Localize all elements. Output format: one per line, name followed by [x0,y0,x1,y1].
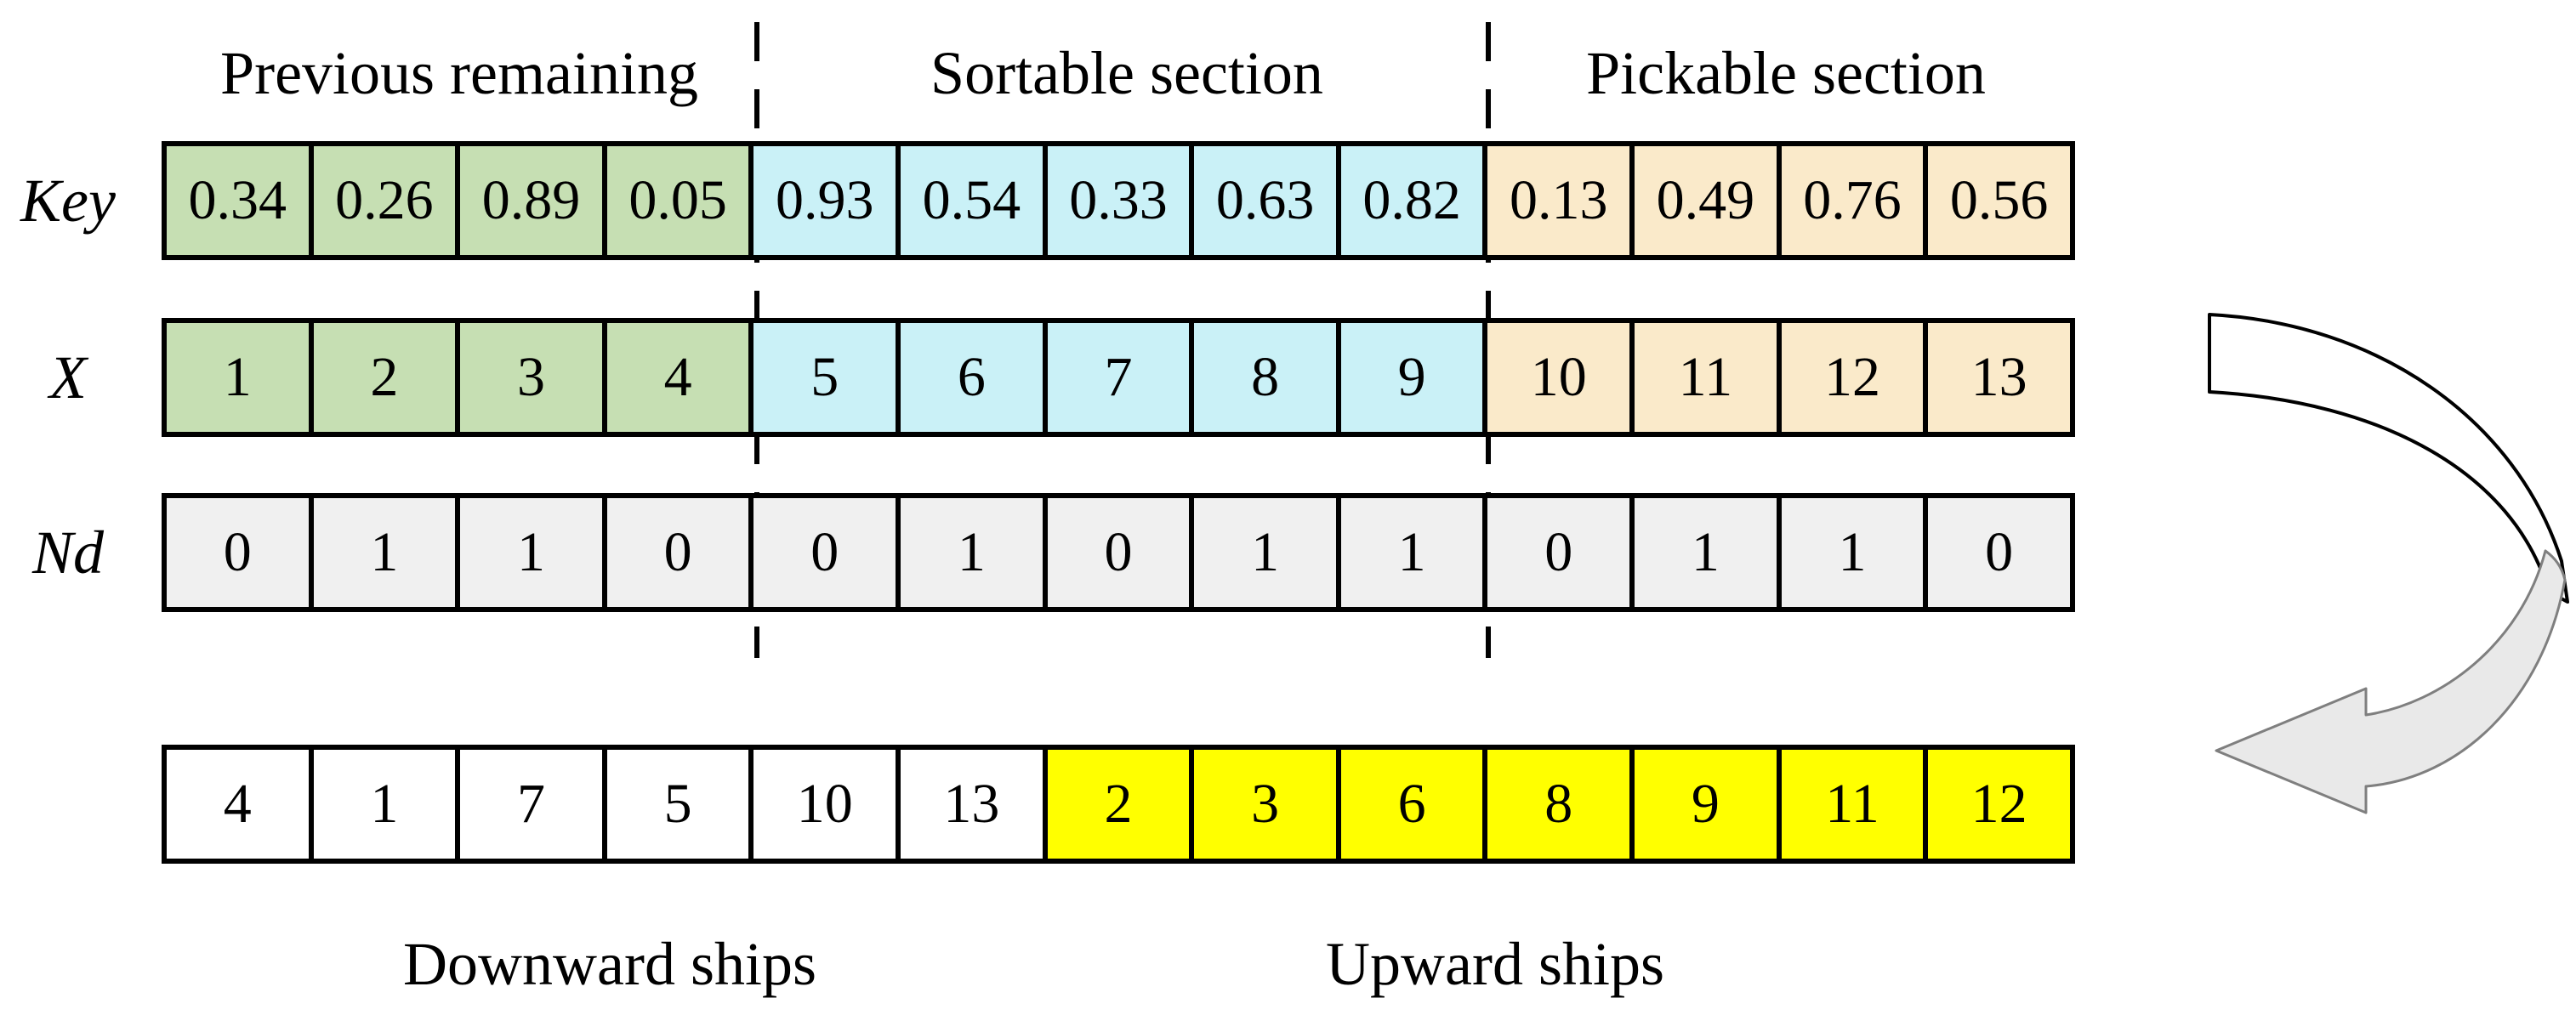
row-label-key: Key [20,166,116,235]
grid-cell: 10 [1482,323,1630,432]
grid-cell: 0 [1923,498,2070,607]
grid-cell: 6 [896,323,1043,432]
grid-cell: 0.63 [1189,146,1336,255]
grid-cell: 3 [455,323,602,432]
grid-cell: 0.26 [308,146,456,255]
grid-cell: 12 [1923,750,2070,859]
grid-cell: 1 [455,498,602,607]
grid-cell: 2 [308,323,456,432]
grid-cell: 4 [601,323,749,432]
grid-cell: 13 [1923,323,2070,432]
grid-cell: 0.05 [601,146,749,255]
grid-cell: 0 [601,498,749,607]
grid-cell: 8 [1482,750,1630,859]
section-label-pickable-section: Pickable section [1586,38,1986,107]
grid-cell: 5 [748,323,896,432]
grid-cell: 0 [167,498,309,607]
grid-cell: 5 [601,750,749,859]
row-label-nd: Nd [31,518,105,587]
grid-cell: 0.76 [1776,146,1924,255]
grid-cell: 1 [1776,498,1924,607]
arrow-upper-band [2208,313,2569,604]
grid-cell: 0.13 [1482,146,1630,255]
grid-cell: 0.34 [167,146,309,255]
section-label-sortable-section: Sortable section [930,38,1323,107]
grid-cell: 0 [1042,498,1190,607]
grid-cell: 1 [308,498,456,607]
grid-cell: 8 [1189,323,1336,432]
grid-cell: 12 [1776,323,1924,432]
grid-cell: 1 [308,750,456,859]
grid-cell: 2 [1042,750,1190,859]
grid-cell: 7 [455,750,602,859]
grid-cell: 0.54 [896,146,1043,255]
label-downward-ships: Downward ships [403,929,816,998]
grid-cell: 11 [1629,323,1777,432]
grid-cell: 9 [1629,750,1777,859]
grid-cell: 4 [167,750,309,859]
grid-cell: 0.93 [748,146,896,255]
section-label-previous-remaining: Previous remaining [220,38,698,107]
curved-return-arrow-icon [2208,313,2569,814]
grid-cell: 0.89 [455,146,602,255]
grid-cell: 0.56 [1923,146,2070,255]
grid-cell: 0.82 [1335,146,1483,255]
label-upward-ships: Upward ships [1326,929,1664,998]
grid-cell: 13 [896,750,1043,859]
grid-cell: 3 [1189,750,1336,859]
row-label-x: X [49,343,87,411]
grid-cell: 1 [1629,498,1777,607]
grid-cell: 1 [167,323,309,432]
grid-cell: 0.49 [1629,146,1777,255]
grid-cell: 1 [1335,498,1483,607]
grid-cell: 1 [1189,498,1336,607]
grid-cell: 9 [1335,323,1483,432]
grid-cell: 0 [748,498,896,607]
grid-cell: 7 [1042,323,1190,432]
arrow-lower-band-with-head [2215,549,2567,814]
grid-cell: 6 [1335,750,1483,859]
grid-cell: 0 [1482,498,1630,607]
grid-cell: 0.33 [1042,146,1190,255]
grid-cell: 10 [748,750,896,859]
grid-cell: 1 [896,498,1043,607]
grid-cell: 11 [1776,750,1924,859]
